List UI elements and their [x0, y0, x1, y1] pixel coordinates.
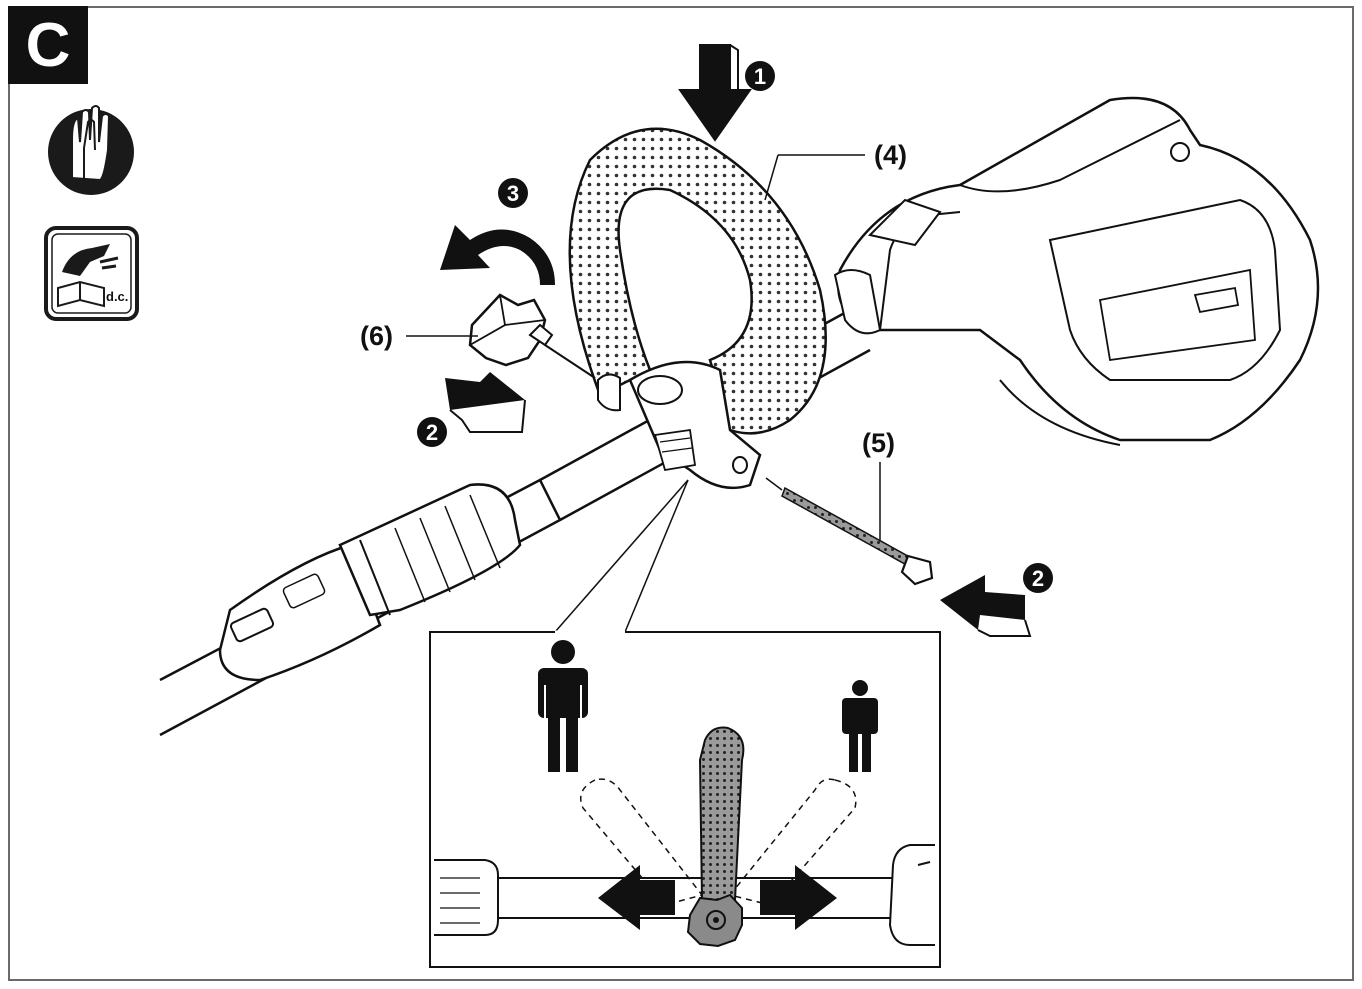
detail-inset: [429, 630, 941, 968]
loop-handle: [568, 127, 827, 490]
read-manual-icon: d.c.: [44, 226, 139, 321]
label-screw: (5): [862, 428, 895, 540]
step1-number: 1: [754, 64, 766, 89]
label-knob: (6): [360, 321, 478, 351]
detail-callout-line-right: [624, 479, 689, 633]
step2-number-left: 2: [426, 420, 438, 445]
short-person-icon: [842, 680, 878, 772]
label-handle: (4): [764, 140, 907, 201]
step2-number-right: 2: [1032, 566, 1044, 591]
gloves-icon: [48, 105, 134, 195]
step2-arrow-left: 2: [417, 372, 526, 447]
inset-arrow-right: [760, 865, 837, 930]
shaft-coupling: [218, 483, 522, 682]
star-knob: [468, 293, 596, 379]
screw: [765, 477, 934, 586]
figure-letter: C: [8, 6, 88, 84]
step3-number: 3: [507, 181, 519, 206]
label-4: (4): [874, 140, 907, 170]
label-5: (5): [862, 428, 895, 458]
label-6: (6): [360, 321, 393, 351]
step2-arrow-right: 2: [940, 563, 1053, 637]
tall-person-icon: [538, 640, 588, 772]
step3-rotate-arrow: 3: [440, 178, 555, 285]
figure-frame: [8, 6, 1354, 981]
manual-dc-text: d.c.: [106, 289, 128, 304]
detail-callout-line-left: [554, 479, 689, 633]
step1-arrow: 1: [678, 44, 775, 142]
inset-arrow-left: [598, 865, 675, 930]
motor-housing: [833, 96, 1320, 446]
